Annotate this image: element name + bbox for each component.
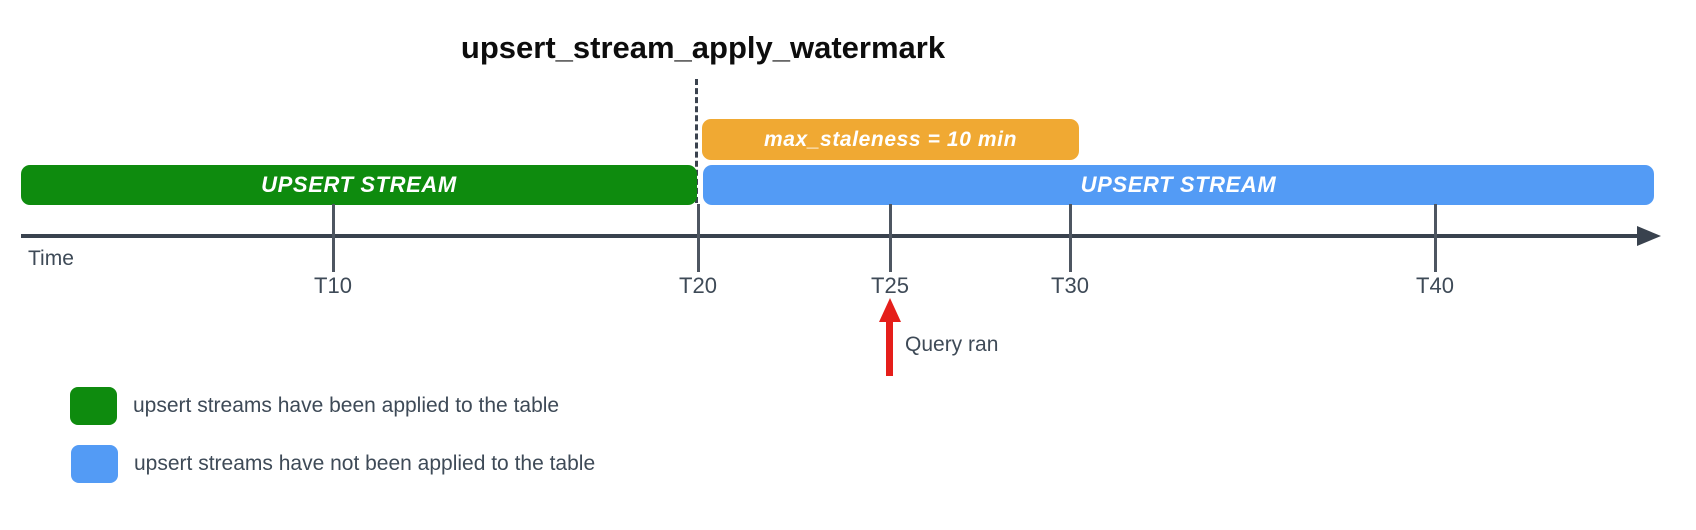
- staleness-window-label: max_staleness = 10 min: [763, 127, 1018, 151]
- tick-label-t40: T40: [1416, 273, 1454, 298]
- tick-t25: [889, 204, 892, 272]
- legend-item-not-applied: upsert streams have not been applied to …: [71, 445, 595, 483]
- staleness-window-bar: max_staleness = 10 min: [702, 119, 1079, 160]
- tick-label-t20: T20: [679, 273, 717, 298]
- query-ran-label: Query ran: [905, 333, 999, 356]
- legend-item-applied: upsert streams have been applied to the …: [70, 387, 559, 425]
- query-ran-arrow-shaft: [886, 320, 893, 376]
- pending-upsert-stream-label: UPSERT STREAM: [1080, 172, 1277, 197]
- tick-t40: [1434, 204, 1437, 272]
- diagram-title: upsert_stream_apply_watermark: [460, 30, 946, 65]
- tick-t20: [697, 204, 700, 272]
- tick-label-t10: T10: [314, 273, 352, 298]
- time-axis-label: Time: [28, 247, 74, 270]
- applied-upsert-stream-bar: UPSERT STREAM: [21, 165, 697, 205]
- pending-upsert-stream-bar: UPSERT STREAM: [703, 165, 1654, 205]
- applied-upsert-stream-label: UPSERT STREAM: [261, 172, 457, 197]
- legend-label-not-applied: upsert streams have not been applied to …: [134, 452, 596, 475]
- tick-t10: [332, 204, 335, 272]
- tick-t30: [1069, 204, 1072, 272]
- legend-swatch-green: [70, 387, 117, 425]
- tick-label-t25: T25: [871, 273, 909, 298]
- legend-label-applied: upsert streams have been applied to the …: [133, 394, 560, 417]
- time-axis-arrowhead-icon: [1637, 226, 1661, 246]
- time-axis-line: [21, 234, 1640, 238]
- legend-swatch-blue: [71, 445, 118, 483]
- watermark-dashed-line: [695, 79, 698, 203]
- query-ran-arrow-icon: [879, 298, 901, 322]
- tick-label-t30: T30: [1051, 273, 1089, 298]
